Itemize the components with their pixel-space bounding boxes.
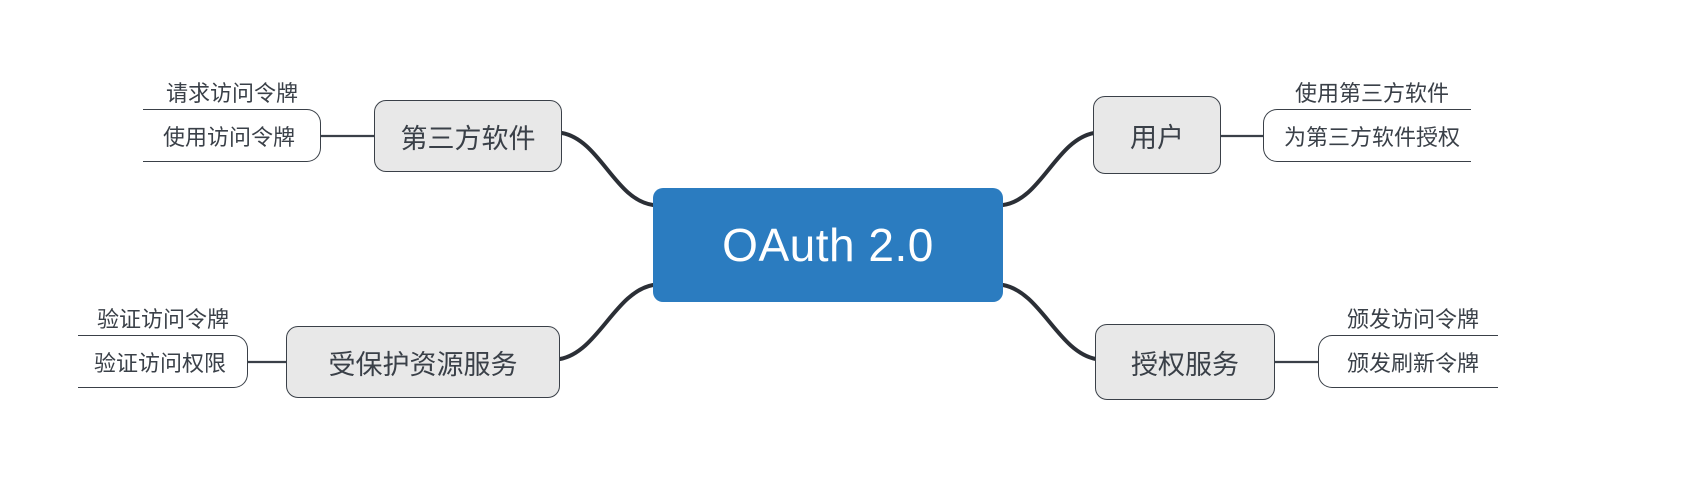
leaf-protected-resource-validate-permission[interactable]: 验证访问权限	[78, 335, 242, 388]
leaf-label: 颁发访问令牌	[1346, 307, 1479, 332]
branch-node-authorization-service[interactable]: 授权服务	[1095, 324, 1275, 400]
leaf-user-authorize-third-party-software[interactable]: 为第三方软件授权	[1273, 109, 1471, 162]
root-node-oauth[interactable]: OAuth 2.0	[653, 188, 1003, 302]
edge-root-to-user	[1001, 131, 1096, 207]
branch-node-user[interactable]: 用户	[1093, 96, 1221, 174]
branch-label-user: 用户	[1130, 122, 1184, 153]
leaf-label: 为第三方软件授权	[1283, 124, 1460, 150]
leaf-label: 颁发刷新令牌	[1346, 350, 1479, 376]
edge-root-to-third-party-software	[560, 131, 655, 207]
leaf-authorization-issue-refresh-token[interactable]: 颁发刷新令牌	[1328, 335, 1498, 388]
leaf-protected-resource-validate-token[interactable]: 验证访问令牌	[78, 284, 248, 334]
leaf-group-protected-resource-service: 验证访问令牌 验证访问权限	[78, 284, 250, 390]
leaf-label: 验证访问令牌	[96, 307, 229, 332]
branch-node-third-party-software[interactable]: 第三方软件	[374, 100, 562, 172]
leaf-authorization-issue-access-token[interactable]: 颁发访问令牌	[1326, 284, 1500, 334]
leaf-label: 使用访问令牌	[162, 124, 295, 150]
branch-label-third-party-software: 第三方软件	[400, 123, 536, 154]
root-node-label: OAuth 2.0	[722, 219, 934, 271]
leaf-group-user: 使用第三方软件 为第三方软件授权	[1263, 58, 1473, 164]
leaf-label: 使用第三方软件	[1294, 81, 1449, 106]
edge-root-to-protected-resource-service	[558, 283, 655, 361]
leaf-third-party-software-request-token[interactable]: 请求访问令牌	[143, 58, 321, 108]
branch-label-authorization-service: 授权服务	[1131, 349, 1239, 380]
leaf-third-party-software-use-token[interactable]: 使用访问令牌	[143, 109, 315, 162]
edge-root-to-authorization-service	[1001, 283, 1098, 361]
branch-label-protected-resource-service: 受保护资源服务	[328, 349, 518, 380]
leaf-label: 请求访问令牌	[165, 81, 298, 106]
leaf-user-use-third-party-software[interactable]: 使用第三方软件	[1271, 58, 1473, 108]
leaf-label: 验证访问权限	[93, 350, 226, 376]
leaf-group-authorization-service: 颁发访问令牌 颁发刷新令牌	[1318, 284, 1500, 390]
leaf-group-third-party-software: 请求访问令牌 使用访问令牌	[143, 58, 323, 164]
branch-node-protected-resource-service[interactable]: 受保护资源服务	[286, 326, 560, 398]
